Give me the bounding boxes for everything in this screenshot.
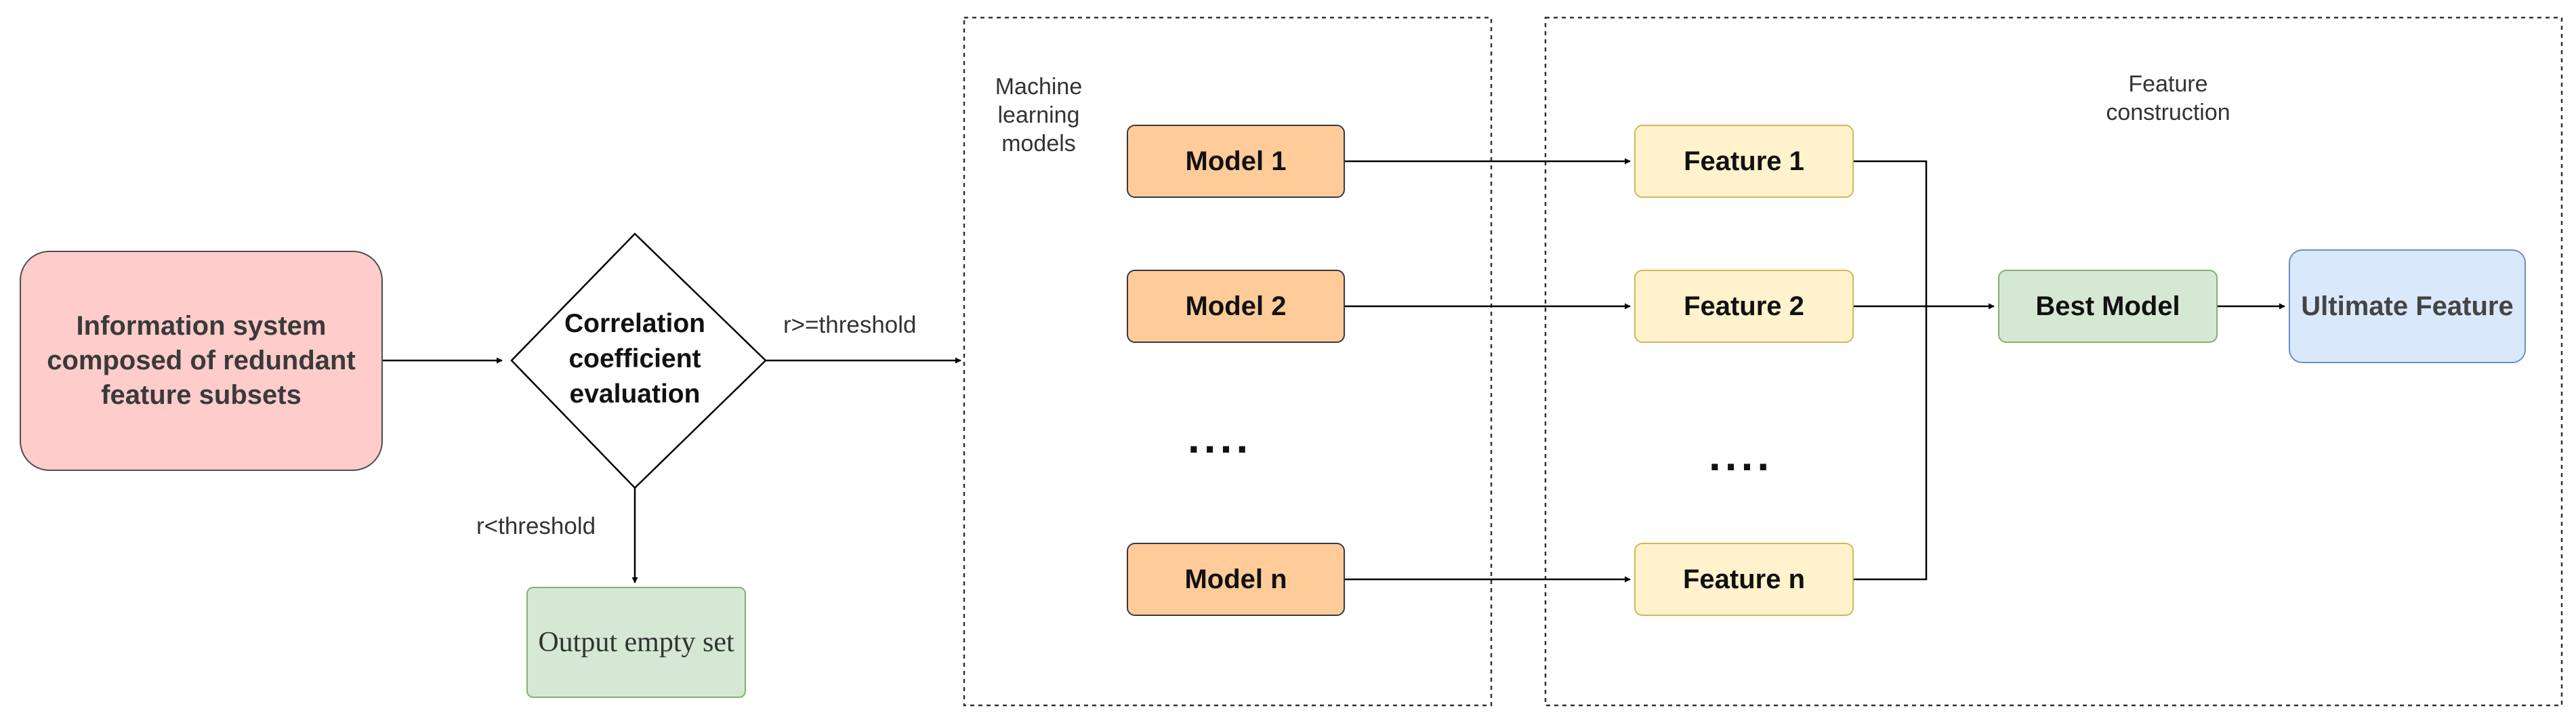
model-2-node: Model 2	[1127, 270, 1345, 343]
best-model-node: Best Model	[1998, 270, 2218, 343]
model-n-label: Model n	[1184, 564, 1287, 594]
feature-1-label: Feature 1	[1684, 146, 1804, 176]
ultimate-feature-node: Ultimate Feature	[2289, 249, 2526, 363]
feature-2-node: Feature 2	[1634, 270, 1854, 343]
feature-2-label: Feature 2	[1684, 291, 1804, 321]
edge-feature1-to-best	[1854, 160, 1928, 306]
correlation-label: Correlation coefficient evaluation	[564, 309, 706, 409]
feature-1-node: Feature 1	[1634, 125, 1854, 198]
features-ellipsis: ....	[1709, 431, 1774, 480]
edge-featuren-to-best	[1854, 306, 1928, 581]
information-system-node: Information system composed of redundant…	[20, 251, 383, 471]
model-1-label: Model 1	[1185, 146, 1287, 176]
features-group-container	[1544, 16, 2563, 707]
model-1-node: Model 1	[1127, 125, 1345, 198]
models-group-container	[963, 16, 1493, 707]
ultimate-feature-label: Ultimate Feature	[2301, 291, 2514, 321]
features-group-title: Feature construction	[2106, 71, 2230, 125]
models-group-title: Machine learning models	[995, 74, 1083, 157]
best-model-label: Best Model	[2035, 291, 2180, 321]
threshold-fail-label: r<threshold	[476, 513, 596, 539]
output-empty-set-node: Output empty set	[526, 587, 746, 698]
threshold-pass-label: r>=threshold	[783, 312, 917, 338]
model-2-label: Model 2	[1185, 291, 1287, 321]
information-system-label: Information system composed of redundant…	[47, 311, 356, 410]
model-n-node: Model n	[1127, 543, 1345, 616]
feature-n-node: Feature n	[1634, 543, 1854, 616]
feature-n-label: Feature n	[1682, 564, 1806, 594]
output-empty-set-label: Output empty set	[538, 626, 734, 658]
models-ellipsis: ....	[1188, 413, 1253, 462]
